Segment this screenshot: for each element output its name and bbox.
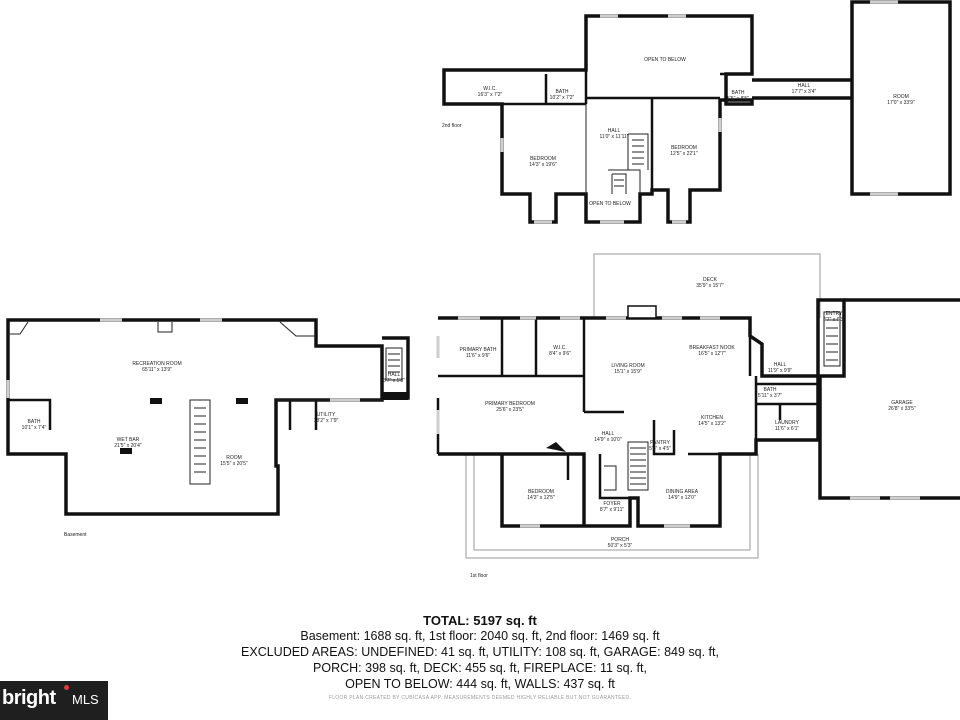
room-dims: 15'1" x 15'9" [614,369,642,375]
room-label: HALL [774,362,787,368]
room-dims: 17'0" x 33'9" [887,100,915,106]
brand-name: bright [2,687,56,709]
room-dims: 10'2" x 7'2" [550,95,575,101]
room-label: PANTRY [650,440,670,446]
room-dims: 17'7" x 3'4" [792,89,817,95]
room-dims: 11'6" x 9'6" [466,353,490,359]
room-label: HALL [388,372,401,378]
room-label: BATH [764,387,777,393]
room-label: OPEN TO BELOW [644,57,686,63]
room-dims: 11'0" x 11'11" [599,134,628,140]
basement-plan: RECREATION ROOM 65'11" x 13'9" BATH 10'1… [6,318,410,538]
room-dims: 5'6" x 4'5" [649,446,671,452]
brand-dot-icon [64,685,69,690]
room-label: DECK [703,277,718,283]
room-label: BEDROOM [671,145,697,151]
room-label: HALL [602,431,615,437]
room-dims: 14'5" x 13'2" [698,421,726,427]
room-dims: 8'4" x 9'6" [549,351,571,357]
brand-suffix: MLS [72,692,99,707]
room-dims: 14'9" x 12'0" [668,495,696,501]
room-dims: 11'9" x 9'9" [768,368,792,374]
floor-label: 2nd floor [442,123,462,129]
room-label: BEDROOM [528,489,554,495]
room-label: W.I.C. [483,86,497,92]
room-label: FOYER [603,501,621,507]
room-dims: 18'2" x 7'9" [314,418,339,424]
room-dims: 14'9" x 10'0" [594,437,622,443]
room-dims: 10'1" x 7'4" [22,425,47,431]
room-label: ENTRY [826,311,844,317]
room-label: WET BAR [117,437,140,443]
room-dims: 26'8" x 33'5" [888,406,916,412]
floor-label: 1st floor [470,573,488,579]
room-label: ROOM [226,455,242,461]
first-floor-plan: DECK 35'9" x 15'7" PRIMARY BATH 11'6" x … [436,253,960,579]
room-label: KITCHEN [701,415,723,421]
room-dims: 11'6" x 6'1" [775,426,799,432]
room-label: BEDROOM [530,156,556,162]
room-label: HALL [608,128,621,134]
room-dims: 3'7" x 5'8" [383,378,405,384]
room-dims: 14'3" x 12'5" [527,495,555,501]
room-dims: 8'7" x 9'11" [600,507,624,513]
room-label: W.I.C. [553,345,567,351]
room-label: BATH [556,89,569,95]
room-label: UTILITY [317,412,336,418]
room-dims: 5'11" x 3'7" [758,393,782,399]
room-dims: 35'9" x 15'7" [696,283,724,289]
room-label: GARAGE [891,400,913,406]
room-label: PRIMARY BEDROOM [485,401,535,407]
disclaimer: FLOOR PLAN CREATED BY CUBICASA APP. MEAS… [328,695,632,701]
room-label: ROOM [893,94,909,100]
room-dims: 16'3" x 7'2" [478,92,503,98]
room-dims: 25'6" x 23'5" [496,407,524,413]
room-label: OPEN TO BELOW [589,201,631,207]
room-label: BATH [28,419,41,425]
room-dims: 65'11" x 13'9" [142,367,172,373]
room-dims: 16'5" x 12'7" [698,351,726,357]
room-dims: 12'5" x 22'1" [670,151,698,157]
room-dims: 3'7" x 6'3" [823,317,845,323]
room-label: LAUNDRY [775,420,799,426]
area-breakdown-line: PORCH: 398 sq. ft, DECK: 455 sq. ft, FIR… [313,661,647,675]
room-label: PRIMARY BATH [460,347,497,353]
room-dims: 5'5" x 8'5" [727,96,749,102]
second-floor-plan: OPEN TO BELOW W.I.C. 16'3" x 7'2" BATH 1… [442,0,952,224]
room-label: HALL [798,83,811,89]
room-dims: 50'3" x 5'3" [608,543,633,549]
total-area: TOTAL: 5197 sq. ft [423,613,537,628]
room-label: DINING AREA [666,489,699,495]
room-dims: 15'5" x 20'5" [220,461,248,467]
room-label: LIVING ROOM [611,363,644,369]
brand-logo: bright MLS [0,681,108,720]
room-dims: 14'3" x 19'6" [529,162,557,168]
room-dims: 21'5" x 20'4" [114,443,142,449]
floor-label: Basement [64,532,87,538]
room-label: BREAKFAST NOOK [689,345,735,351]
room-label: BATH [732,90,745,96]
area-breakdown-line: Basement: 1688 sq. ft, 1st floor: 2040 s… [300,629,660,643]
area-breakdown-line: EXCLUDED AREAS: UNDEFINED: 41 sq. ft, UT… [241,645,719,659]
room-label: PORCH [611,537,629,543]
room-label: RECREATION ROOM [132,361,181,367]
area-breakdown-line: OPEN TO BELOW: 444 sq. ft, WALLS: 437 sq… [345,677,615,691]
